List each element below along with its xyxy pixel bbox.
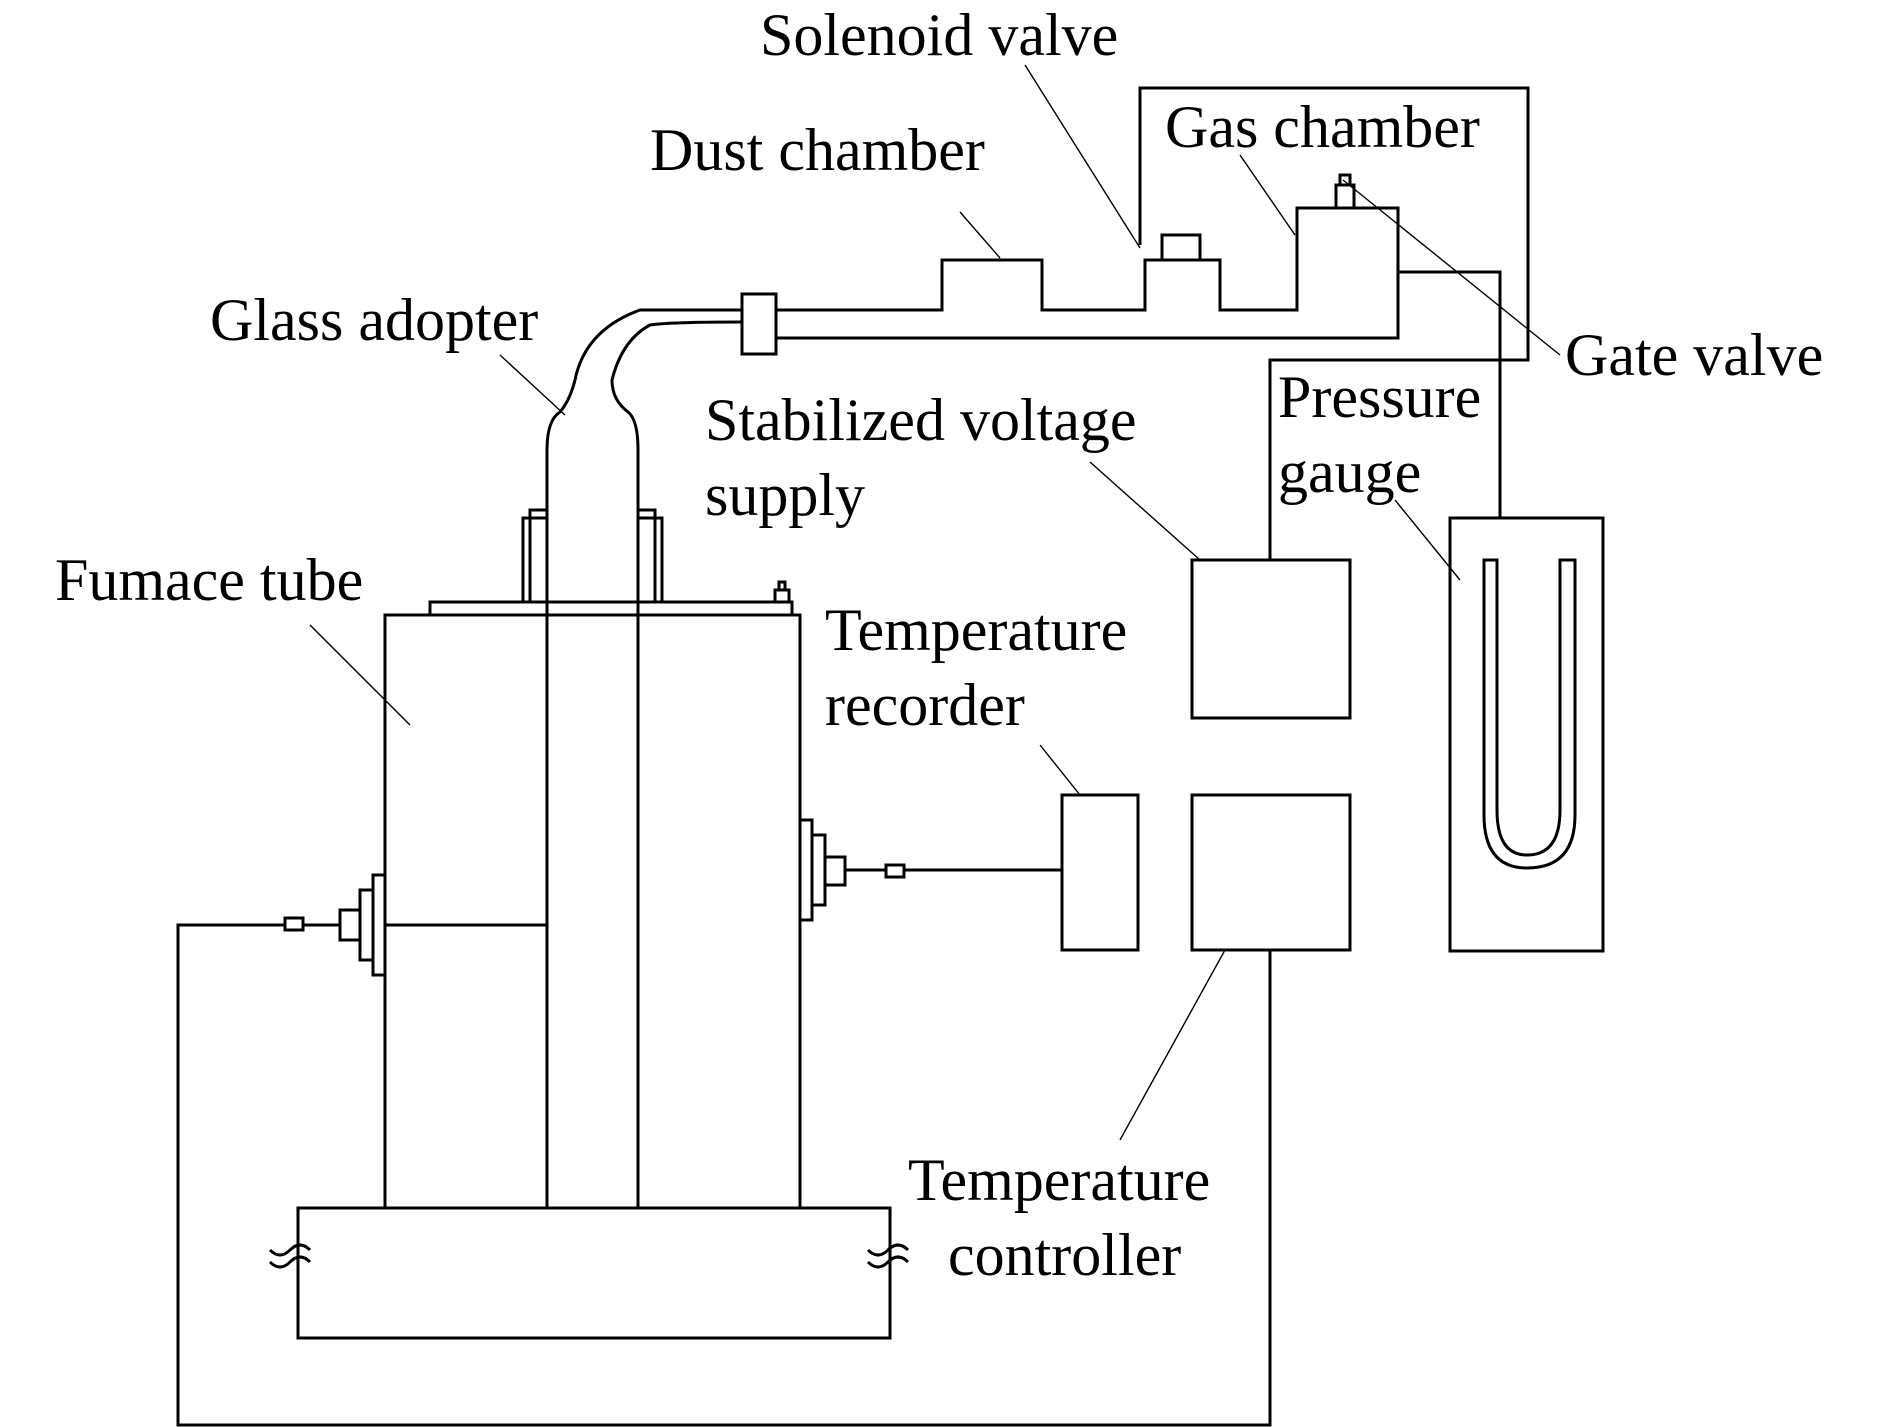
break-symbol-right: [866, 1243, 910, 1269]
base-stand: [268, 1206, 910, 1340]
label-pressure-gauge-line2: gauge: [1278, 439, 1421, 505]
temperature-controller-box: [1190, 793, 1352, 952]
label-gate-valve: Gate valve: [1565, 322, 1823, 388]
labels: Solenoid valve Gas chamber Dust chamber …: [55, 2, 1823, 1288]
break-symbol-left: [268, 1243, 312, 1269]
label-temperature-controller-line2: controller: [948, 1222, 1181, 1288]
label-dust-chamber: Dust chamber: [650, 117, 985, 183]
label-pressure-gauge-line1: Pressure: [1278, 364, 1481, 430]
label-stabilized-voltage-line1: Stabilized voltage: [705, 387, 1137, 453]
label-temperature-controller-line1: Temperature: [908, 1147, 1210, 1213]
furnace: [283, 508, 906, 1210]
pressure-gauge: [1448, 516, 1605, 953]
leader-lines: [309, 64, 1561, 1141]
label-temperature-recorder-line2: recorder: [825, 672, 1025, 738]
label-temperature-recorder-line1: Temperature: [825, 597, 1127, 663]
stabilized-voltage-supply-box: [1190, 558, 1352, 720]
label-gas-chamber: Gas chamber: [1165, 94, 1480, 160]
label-furnace-tube: Fumace tube: [55, 547, 363, 613]
label-glass-adopter: Glass adopter: [210, 287, 538, 353]
glass-adopter: [545, 308, 743, 615]
label-solenoid-valve: Solenoid valve: [760, 2, 1118, 68]
temperature-recorder-box: [1060, 793, 1140, 952]
label-stabilized-voltage-line2: supply: [705, 462, 865, 528]
